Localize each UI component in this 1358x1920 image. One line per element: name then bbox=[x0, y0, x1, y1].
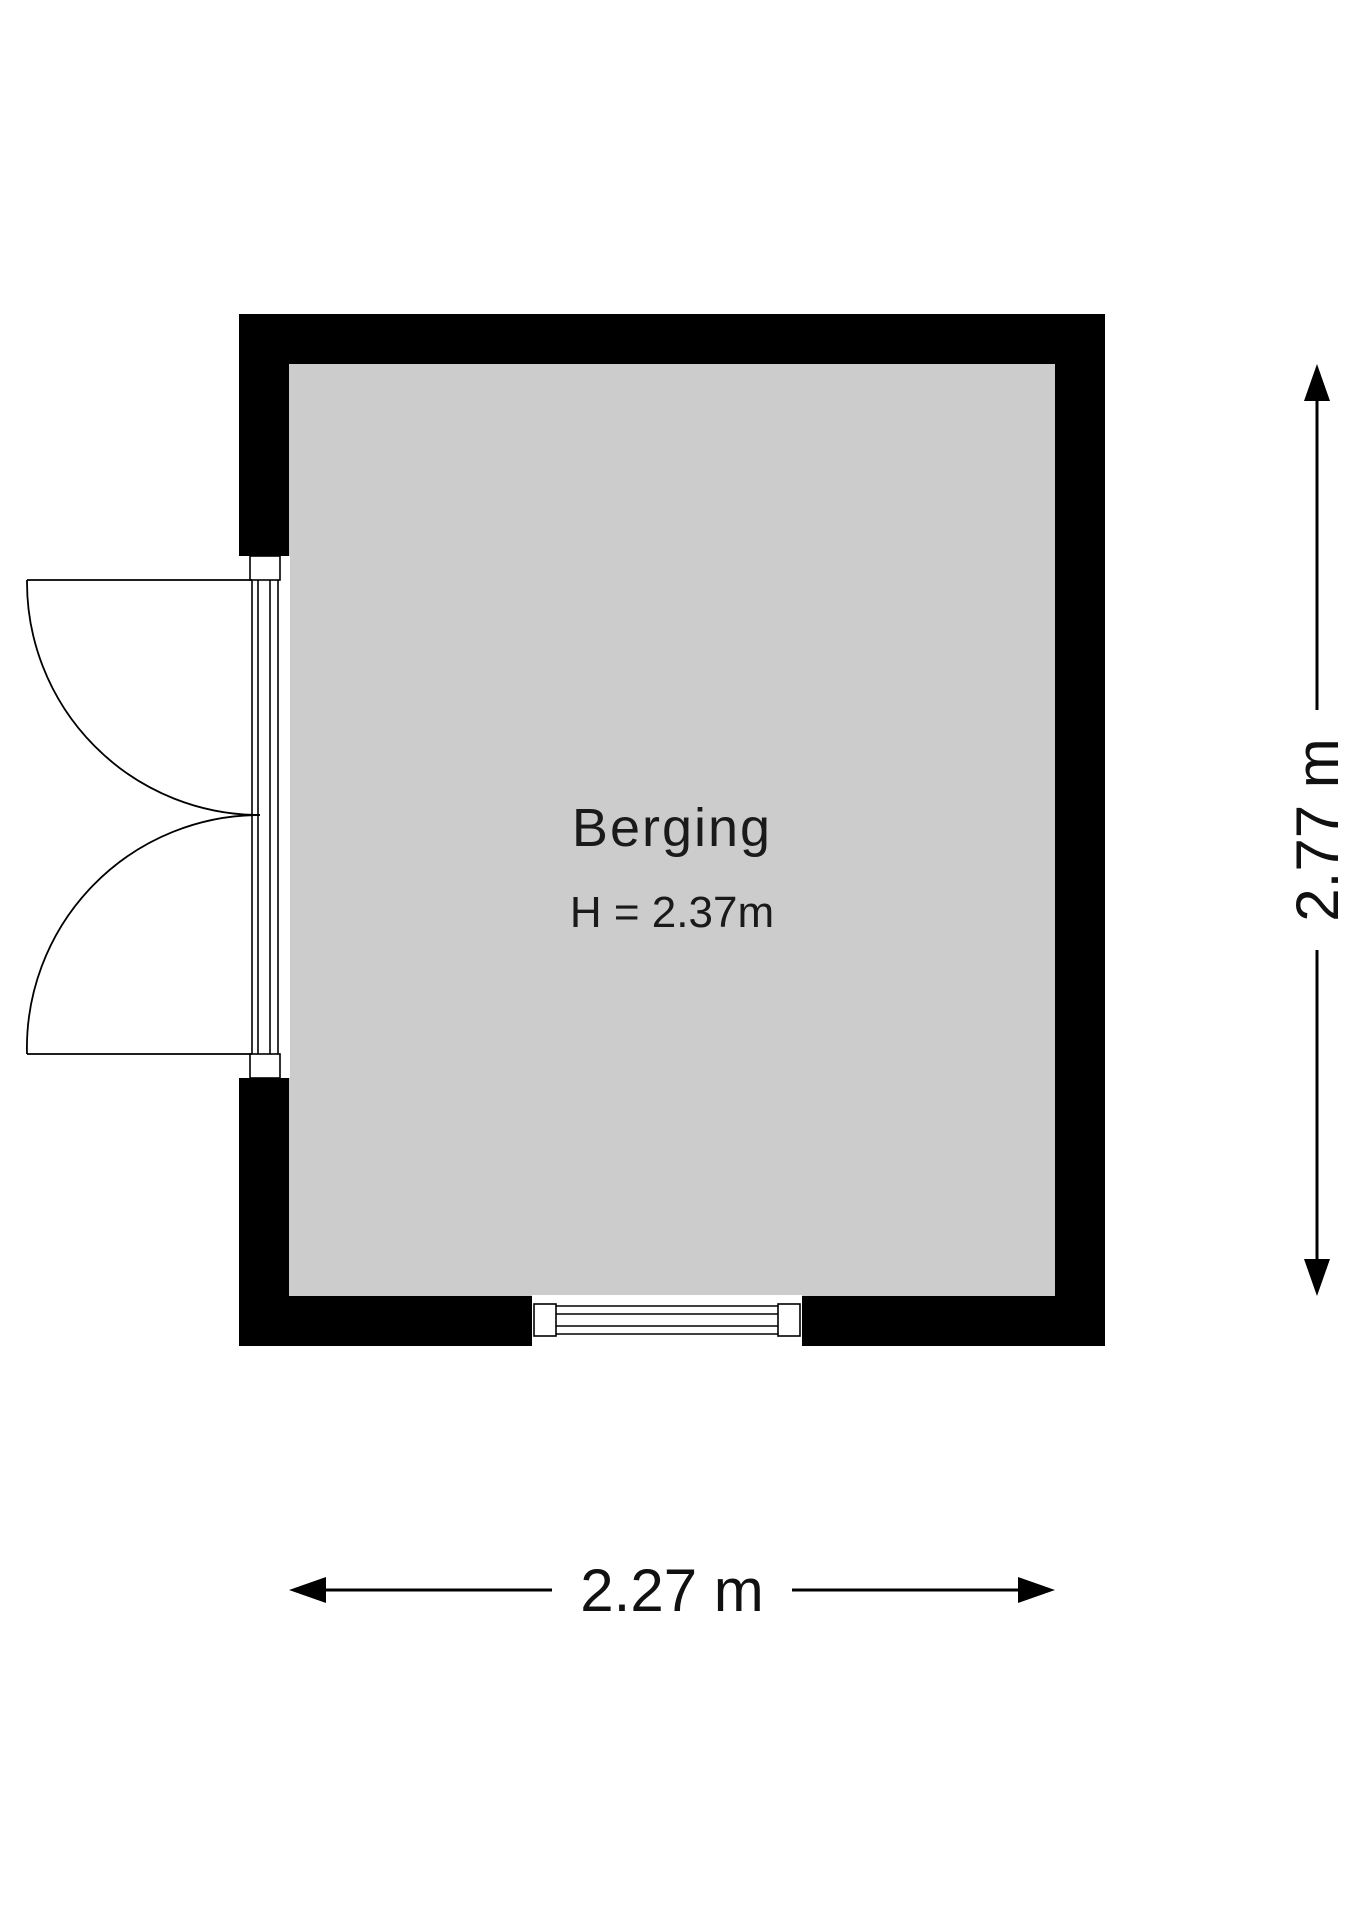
room-height: H = 2.37m bbox=[570, 888, 774, 937]
window-opening bbox=[532, 1295, 802, 1347]
width-arrow-right bbox=[1018, 1577, 1055, 1603]
width-arrow-left bbox=[289, 1577, 326, 1603]
door-opening bbox=[238, 556, 290, 1078]
depth-arrow-top bbox=[1304, 364, 1330, 401]
room-floor bbox=[289, 364, 1055, 1296]
room-name: Berging bbox=[572, 798, 772, 858]
depth-arrow-bottom bbox=[1304, 1259, 1330, 1296]
window-frame bbox=[533, 1303, 801, 1337]
door-frame bbox=[249, 555, 281, 1079]
depth-label: 2.77 m bbox=[1284, 738, 1351, 921]
width-label: 2.27 m bbox=[580, 1557, 763, 1624]
double-door-swing bbox=[26, 579, 261, 1055]
